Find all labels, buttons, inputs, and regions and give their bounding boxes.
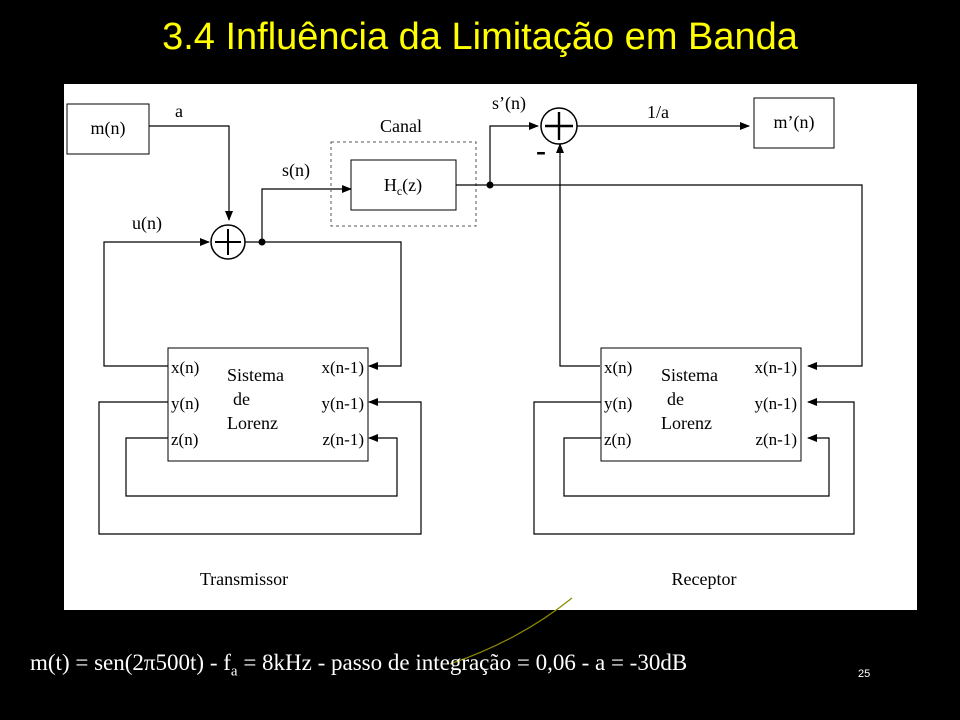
rx-out-y: y(n-1)	[755, 394, 797, 413]
rx-in-y: y(n)	[604, 394, 632, 413]
tx-in-z: z(n)	[171, 430, 198, 449]
s-prime-label: s’(n)	[492, 93, 526, 114]
rx-out-x: x(n-1)	[755, 358, 797, 377]
tx-z-loop	[125, 434, 398, 497]
output-block	[753, 97, 835, 149]
tx-title-1: Sistema	[227, 365, 284, 385]
rx-out-z: z(n-1)	[755, 430, 797, 449]
minus-sign: -	[536, 134, 546, 167]
rx-drive-wire	[490, 184, 863, 370]
tx-in-x: x(n)	[171, 358, 199, 377]
channel-block-label: Hc(z)	[384, 175, 422, 198]
block-diagram: m(n) a u(n) s(n) Canal Hc(z) s’(n) -	[66, 93, 863, 589]
output-block-label: m’(n)	[774, 112, 815, 133]
u-label: u(n)	[132, 213, 162, 234]
receiver-caption: Receptor	[672, 569, 737, 589]
tx-out-y: y(n-1)	[322, 394, 364, 413]
tx-y-loop	[98, 398, 422, 535]
diagram-panel: m(n) a u(n) s(n) Canal Hc(z) s’(n) -	[64, 84, 917, 610]
rx-title-3: Lorenz	[661, 413, 712, 433]
rx-z-loop	[563, 434, 830, 497]
tx-title-2: de	[233, 389, 250, 409]
slide-number: 25	[858, 668, 871, 680]
inverse-gain-label: 1/a	[647, 102, 669, 122]
u-wire	[103, 238, 210, 367]
s-prime-wire	[489, 122, 539, 185]
s-label: s(n)	[282, 160, 310, 181]
footer-caption: m(t) = sen(2π500t) - fa = 8kHz - passo d…	[30, 650, 688, 680]
channel-dashed-box	[330, 141, 477, 227]
message-block	[66, 103, 150, 155]
transmitter-caption: Transmissor	[200, 569, 288, 589]
rx-in-z: z(n)	[604, 430, 631, 449]
tx-title-3: Lorenz	[227, 413, 278, 433]
message-block-label: m(n)	[91, 118, 126, 139]
rx-y-loop	[533, 398, 855, 535]
tx-out-z: z(n-1)	[322, 430, 364, 449]
rx-title-1: Sistema	[661, 365, 718, 385]
receiver-lorenz-block	[600, 347, 802, 462]
rx-in-x: x(n)	[604, 358, 632, 377]
tx-feedback-wire	[262, 241, 402, 370]
message-wire	[149, 125, 233, 221]
rx-title-2: de	[667, 389, 684, 409]
tx-in-y: y(n)	[171, 394, 199, 413]
channel-label: Canal	[380, 116, 422, 136]
s-wire	[261, 185, 352, 242]
tx-out-x: x(n-1)	[322, 358, 364, 377]
rx-subtract-wire	[556, 143, 600, 367]
slide-title: 3.4 Influência da Limitação em Banda	[162, 16, 798, 58]
gain-label: a	[175, 101, 183, 121]
pi-symbol: π	[143, 650, 156, 675]
